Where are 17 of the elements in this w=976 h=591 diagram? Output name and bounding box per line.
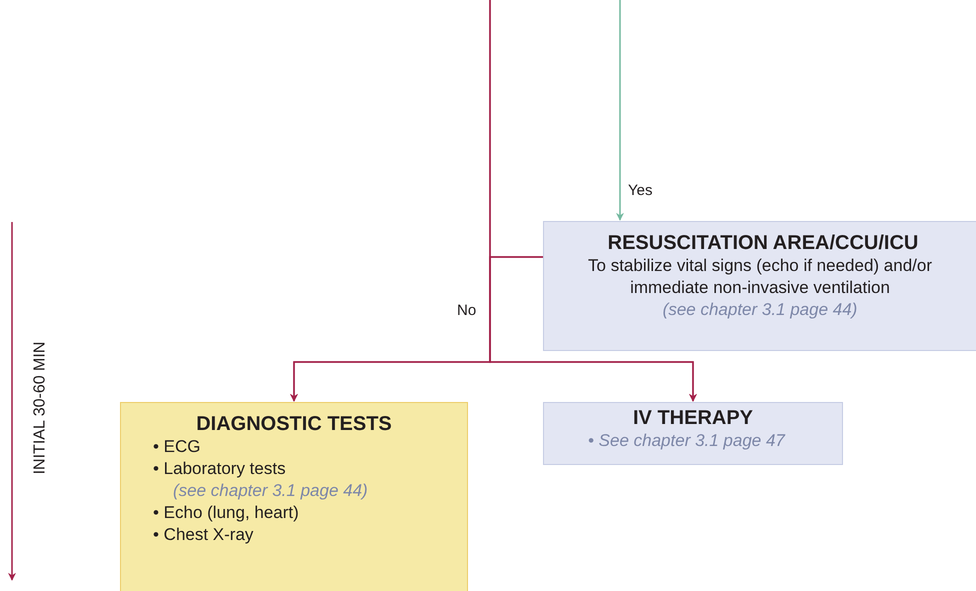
box-heading: IV THERAPY: [632, 407, 754, 430]
process-box: [120, 402, 468, 591]
process-box: [543, 402, 843, 465]
list-item: • See chapter 3.1 page 47: [588, 431, 785, 450]
timeline-label: INITIAL 30-60 MIN: [30, 342, 49, 474]
reference-note: (see chapter 3.1 page 44): [662, 299, 858, 322]
arrow: [489, 256, 697, 402]
box-heading: DIAGNOSTIC TESTS: [195, 413, 393, 436]
process-box: [543, 221, 976, 351]
list-item: • Chest X-ray: [153, 525, 254, 544]
list-item: • Laboratory tests: [153, 459, 286, 478]
box-heading: RESUSCITATION AREA/CCU/ICU: [606, 232, 920, 255]
box-description: To stabilize vital signs (echo if needed) and/or immediate non-invasive ventilation: [587, 255, 933, 300]
list-item: • Echo (lung, heart): [153, 503, 299, 522]
reference-note: (see chapter 3.1 page 44): [173, 481, 368, 500]
arrow: [616, 0, 624, 221]
list-item: • ECG: [153, 437, 201, 456]
